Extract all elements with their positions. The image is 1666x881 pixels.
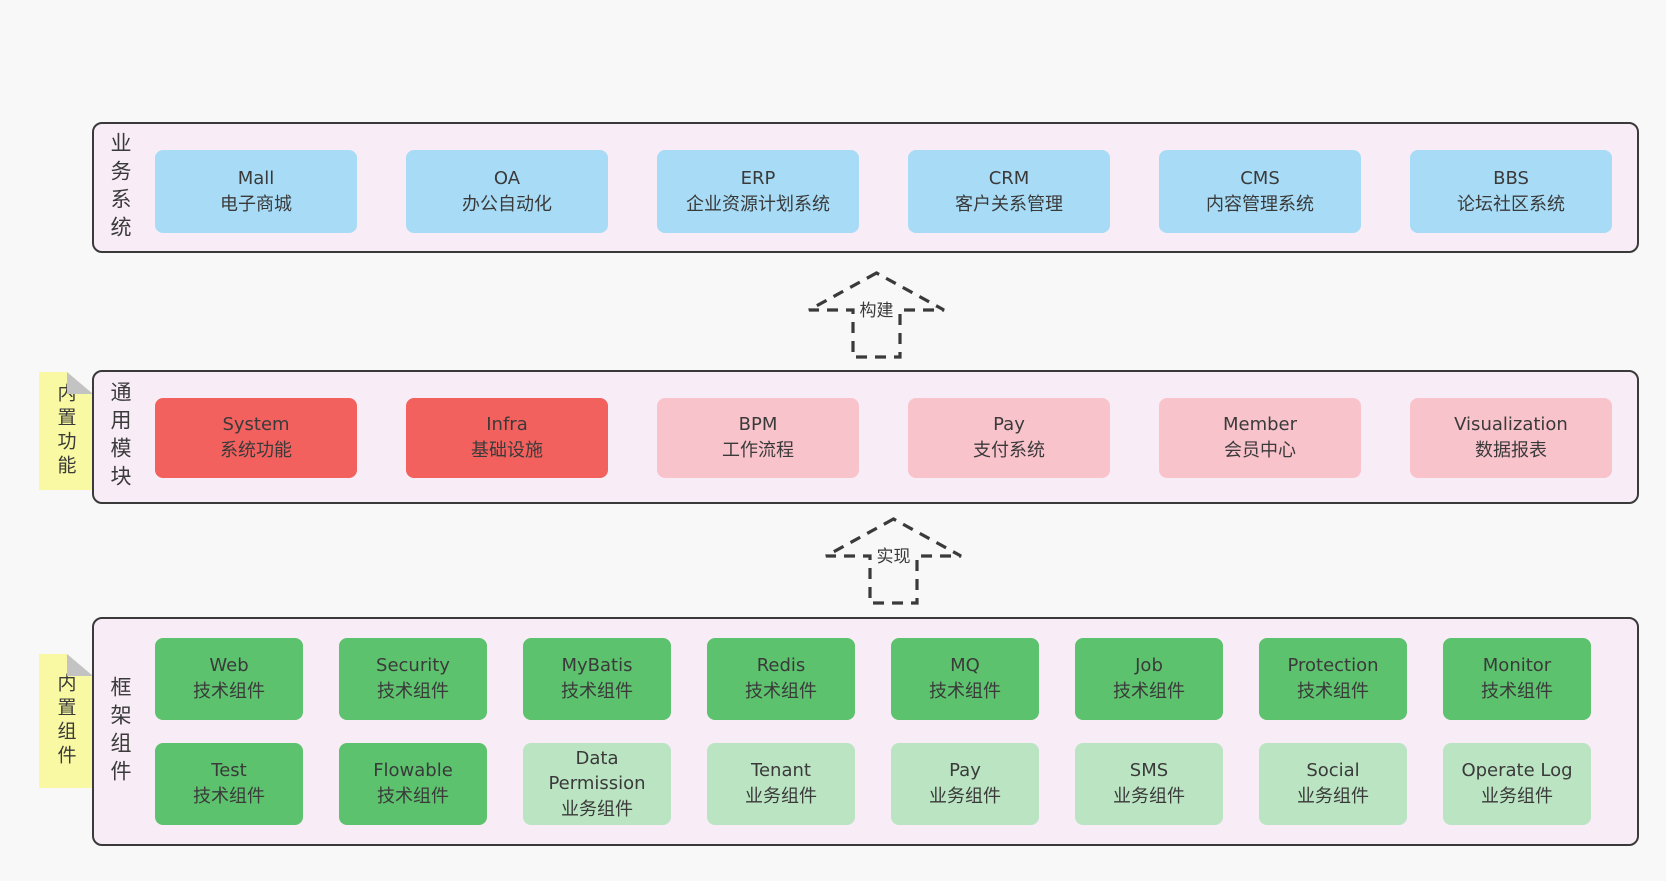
diagram-box-operate-log: Operate Log 业务组件 — [1443, 743, 1591, 825]
diagram-box-protection: Protection 技术组件 — [1259, 638, 1407, 720]
box-title: Pay — [949, 760, 981, 782]
box-title: Operate Log — [1461, 760, 1573, 782]
box-subtitle: 技术组件 — [377, 681, 449, 702]
box-subtitle: 客户关系管理 — [955, 193, 1063, 215]
box-title: SMS — [1129, 760, 1169, 782]
box-title: Member — [1222, 414, 1298, 436]
box-title: CMS — [1240, 167, 1280, 189]
box-subtitle: 业务组件 — [929, 786, 1001, 807]
box-title: BPM — [738, 414, 778, 436]
box-subtitle: 技术组件 — [193, 786, 265, 807]
box-subtitle: 电子商城 — [220, 193, 292, 215]
dashed-up-arrow-icon — [825, 517, 962, 605]
box-title: MQ — [950, 655, 980, 677]
box-title: Test — [211, 760, 247, 782]
implement-arrow: 实现 — [823, 516, 964, 606]
box-subtitle: 办公自动化 — [462, 193, 552, 215]
box-subtitle: 会员中心 — [1224, 440, 1296, 461]
common-modules-panel: 通用模块 System 系统功能 Infra 基础设施 BPM 工作流程 Pay 支付系统 Me… — [92, 370, 1639, 504]
box-subtitle: 业务组件 — [745, 786, 817, 807]
box-subtitle: 技术组件 — [745, 681, 817, 702]
common-modules-label: 通用模块 — [108, 381, 132, 493]
built-in-components-tab: 内置组件 — [39, 654, 93, 788]
diagram-box-cms: CMS 内容管理系统 — [1159, 150, 1361, 233]
box-subtitle: 技术组件 — [929, 681, 1001, 702]
box-subtitle: 业务组件 — [1113, 786, 1185, 807]
box-title: Visualization — [1454, 414, 1568, 436]
box-title: ERP — [740, 167, 776, 189]
box-title: Infra — [486, 414, 528, 436]
diagram-box-mall: Mall 电子商城 — [155, 150, 357, 233]
box-title: System — [222, 414, 290, 436]
box-title: CRM — [988, 167, 1030, 189]
diagram-box-system: System 系统功能 — [155, 398, 357, 478]
box-title: Monitor — [1482, 655, 1552, 677]
box-title: Pay — [993, 414, 1025, 436]
box-subtitle: 支付系统 — [973, 440, 1045, 461]
box-subtitle: 论坛社区系统 — [1457, 193, 1565, 215]
box-title: Flowable — [373, 760, 453, 782]
box-subtitle: 技术组件 — [377, 786, 449, 807]
fold-corner-icon — [67, 654, 93, 676]
diagram-box-data-permission: Data Permission 业务组件 — [523, 743, 671, 825]
box-subtitle: 内容管理系统 — [1206, 193, 1314, 215]
diagram-box-crm: CRM 客户关系管理 — [908, 150, 1110, 233]
box-title: Security — [376, 655, 450, 677]
box-subtitle: 业务组件 — [1297, 786, 1369, 807]
diagram-box-pay: Pay 支付系统 — [908, 398, 1110, 478]
box-subtitle: 技术组件 — [561, 681, 633, 702]
diagram-box-tenant: Tenant 业务组件 — [707, 743, 855, 825]
diagram-box-mybatis: MyBatis 技术组件 — [523, 638, 671, 720]
box-subtitle: 系统功能 — [220, 440, 292, 461]
box-title: BBS — [1493, 167, 1529, 189]
implement-arrow-label: 实现 — [873, 542, 914, 567]
diagram-box-pay: Pay 业务组件 — [891, 743, 1039, 825]
box-subtitle: 技术组件 — [1481, 681, 1553, 702]
diagram-box-infra: Infra 基础设施 — [406, 398, 608, 478]
box-subtitle: 技术组件 — [193, 681, 265, 702]
box-title: Redis — [756, 655, 806, 677]
diagram-box-security: Security 技术组件 — [339, 638, 487, 720]
diagram-box-sms: SMS 业务组件 — [1075, 743, 1223, 825]
diagram-box-web: Web 技术组件 — [155, 638, 303, 720]
framework-components-label: 框架组件 — [108, 675, 132, 788]
diagram-box-test: Test 技术组件 — [155, 743, 303, 825]
fold-corner-icon — [67, 372, 93, 394]
diagram-box-bbs: BBS 论坛社区系统 — [1410, 150, 1612, 233]
diagram-box-job: Job 技术组件 — [1075, 638, 1223, 720]
box-subtitle: 企业资源计划系统 — [686, 193, 830, 215]
box-title: Mall — [237, 167, 275, 189]
diagram-box-bpm: BPM 工作流程 — [657, 398, 859, 478]
business-systems-label: 业务系统 — [108, 131, 132, 244]
diagram-box-visualization: Visualization 数据报表 — [1410, 398, 1612, 478]
build-arrow-label: 构建 — [856, 296, 897, 321]
box-subtitle: 基础设施 — [471, 440, 543, 461]
box-subtitle: 数据报表 — [1475, 440, 1547, 461]
diagram-box-erp: ERP 企业资源计划系统 — [657, 150, 859, 233]
box-title: Job — [1135, 655, 1163, 677]
diagram-box-oa: OA 办公自动化 — [406, 150, 608, 233]
box-subtitle: 技术组件 — [1297, 681, 1369, 702]
diagram-box-mq: MQ 技术组件 — [891, 638, 1039, 720]
box-subtitle: 工作流程 — [722, 440, 794, 461]
box-subtitle: 业务组件 — [1481, 786, 1553, 807]
diagram-box-monitor: Monitor 技术组件 — [1443, 638, 1591, 720]
diagram-box-member: Member 会员中心 — [1159, 398, 1361, 478]
box-title: Protection — [1287, 655, 1379, 677]
box-title: OA — [493, 167, 521, 189]
diagram-box-social: Social 业务组件 — [1259, 743, 1407, 825]
diagram-box-redis: Redis 技术组件 — [707, 638, 855, 720]
box-title: Data Permission — [548, 747, 646, 795]
box-subtitle: 技术组件 — [1113, 681, 1185, 702]
box-title: Social — [1306, 760, 1360, 782]
diagram-box-flowable: Flowable 技术组件 — [339, 743, 487, 825]
build-arrow: 构建 — [806, 270, 947, 360]
box-title: Web — [209, 655, 249, 677]
dashed-up-arrow-icon — [808, 271, 945, 359]
box-subtitle: 业务组件 — [561, 798, 633, 820]
business-systems-panel: 业务系统 Mall 电子商城 OA 办公自动化 ERP 企业资源计划系统 CRM 客户关系管理… — [92, 122, 1639, 253]
box-title: MyBatis — [561, 655, 633, 677]
box-title: Tenant — [751, 760, 811, 782]
